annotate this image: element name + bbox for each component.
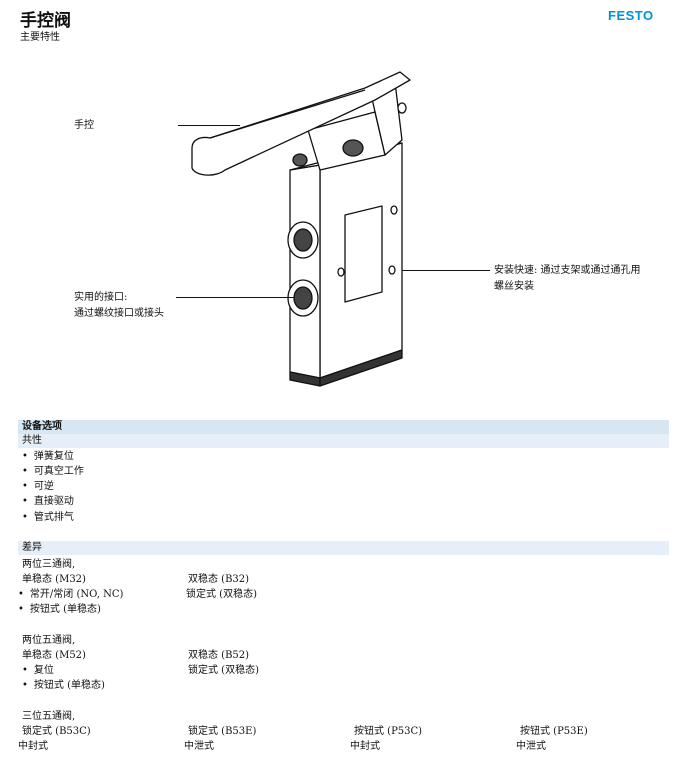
group-item: 常开/常闭 (NO, NC) bbox=[18, 587, 123, 602]
group-col-head: 按钮式 (P53E) bbox=[520, 726, 588, 737]
callout-line-ports bbox=[176, 297, 294, 298]
group-col-sub: 中封式 bbox=[350, 741, 380, 752]
group-item: 按钮式 (单稳态) bbox=[22, 678, 105, 693]
group-item: 锁定式 (双稳态) bbox=[186, 589, 257, 600]
group-col-head: 单稳态 (M52) bbox=[22, 650, 86, 661]
callout-line-manual bbox=[178, 125, 240, 126]
festo-logo: FESTO bbox=[608, 8, 654, 23]
group-col-head: 锁定式 (B53C) bbox=[22, 726, 91, 737]
valve-illustration bbox=[191, 71, 411, 387]
callout-line-mount bbox=[402, 270, 490, 271]
group-item: 按钮式 (单稳态) bbox=[18, 602, 101, 617]
common-item: 弹簧复位 bbox=[22, 449, 74, 464]
group-col-head: 按钮式 (P53C) bbox=[354, 726, 423, 737]
common-item: 直接驱动 bbox=[22, 494, 74, 509]
hand-lever bbox=[191, 71, 411, 176]
callout-mount: 安装快速: 通过支架或通过通孔用 螺丝安装 bbox=[494, 265, 641, 292]
callout-manual: 手控 bbox=[74, 120, 94, 131]
group-col-head: 单稳态 (M32) bbox=[22, 574, 86, 585]
page-subtitle: 主要特性 bbox=[20, 32, 60, 43]
section-heading-options: 设备选项 bbox=[18, 420, 669, 434]
callout-ports: 实用的接口: 通过螺纹接口或接头 bbox=[74, 292, 164, 319]
common-item: 可逆 bbox=[22, 479, 54, 494]
page-title: 手控阀 bbox=[20, 11, 71, 31]
group-item: 复位 bbox=[22, 663, 54, 678]
valve-body-front bbox=[289, 164, 321, 379]
group-col-sub: 中泄式 bbox=[516, 741, 546, 752]
group-col-sub: 中泄式 bbox=[184, 741, 214, 752]
group-item: 锁定式 (双稳态) bbox=[188, 665, 259, 676]
group-col-head: 锁定式 (B53E) bbox=[188, 726, 257, 737]
group-col-head: 双稳态 (B52) bbox=[188, 650, 250, 661]
group-title: 三位五通阀, bbox=[22, 711, 76, 722]
group-col-sub: 中封式 bbox=[18, 741, 48, 752]
section-heading-differences: 差异 bbox=[18, 541, 669, 555]
group-title: 两位五通阀, bbox=[22, 635, 76, 646]
group-col-head: 双稳态 (B32) bbox=[188, 574, 250, 585]
common-item: 可真空工作 bbox=[22, 464, 84, 479]
common-item: 管式排气 bbox=[22, 510, 74, 525]
group-title: 两位三通阀, bbox=[22, 559, 76, 570]
section-heading-common: 共性 bbox=[18, 434, 669, 448]
